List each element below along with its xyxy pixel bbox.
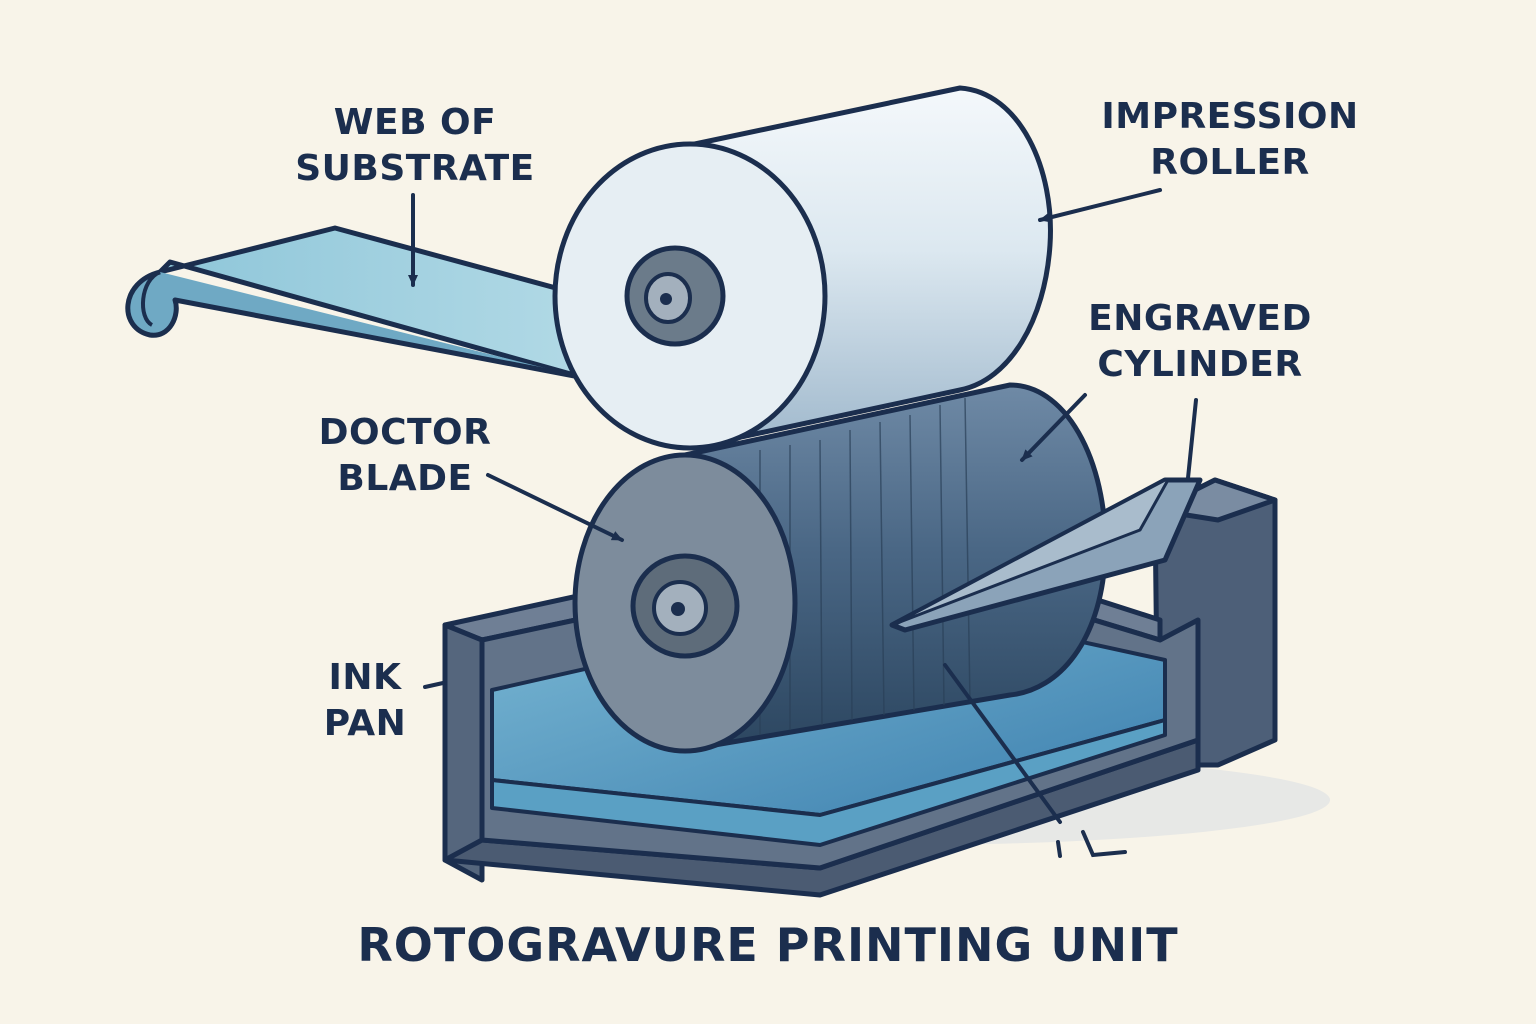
label-doctor-line-1: DOCTOR bbox=[318, 412, 492, 453]
impression-roller bbox=[552, 85, 1053, 451]
stray-marks bbox=[1056, 830, 1127, 858]
label-impression-line-2: ROLLER bbox=[1150, 142, 1310, 183]
label-ink-line-2: PAN bbox=[323, 703, 407, 744]
diagram-title: ROTOGRAVURE PRINTING UNIT bbox=[357, 918, 1179, 972]
label-engraved-line-1: ENGRAVED bbox=[1088, 298, 1312, 339]
label-doctor-line-2: BLADE bbox=[337, 458, 473, 499]
blade-edge-leader bbox=[943, 663, 1062, 824]
label-impression-line-1: IMPRESSION bbox=[1101, 96, 1359, 137]
engraved-leader-arrow bbox=[1020, 393, 1087, 462]
label-web-line-1: WEB OF bbox=[333, 102, 497, 143]
leader-lines bbox=[408, 188, 1198, 858]
ink-leader bbox=[423, 681, 445, 689]
label-engraved-cylinder: ENGRAVED CYLINDER bbox=[1075, 296, 1325, 388]
label-impression-roller: IMPRESSION ROLLER bbox=[1090, 94, 1370, 186]
label-web-line-2: SUBSTRATE bbox=[295, 148, 535, 189]
impression-leader-arrow bbox=[1038, 188, 1162, 223]
web-of-substrate bbox=[125, 225, 603, 381]
label-engraved-line-2: CYLINDER bbox=[1097, 344, 1303, 385]
label-doctor-blade: DOCTOR BLADE bbox=[305, 410, 505, 502]
engraved-secondary-leader bbox=[1186, 398, 1198, 480]
doctor-blade bbox=[889, 477, 1203, 633]
doctor-leader-arrow bbox=[486, 473, 624, 542]
engraved-cylinder bbox=[572, 382, 1108, 754]
label-ink-line-1: INK bbox=[328, 657, 402, 698]
label-web-of-substrate: WEB OF SUBSTRATE bbox=[285, 100, 545, 192]
label-ink-pan: INK PAN bbox=[305, 655, 425, 747]
